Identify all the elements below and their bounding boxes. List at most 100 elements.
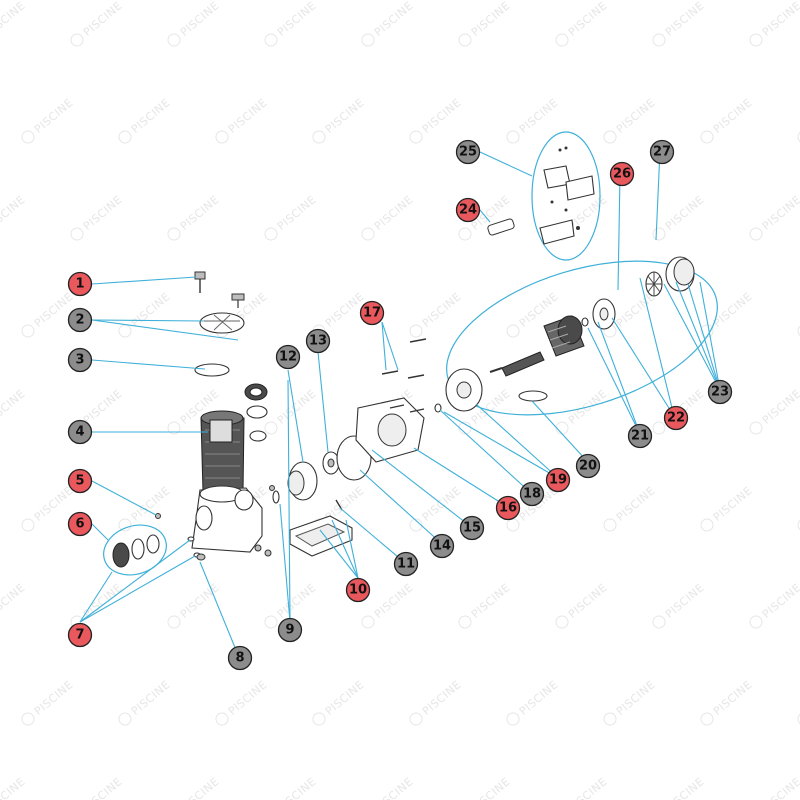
lid-knob-part [194,271,206,293]
union-kit-part [112,534,160,568]
callout-badge-6: 6 [67,511,93,537]
watermark-text: PISCINE [0,581,28,621]
watermark-text: PISCINE [372,0,416,39]
watermark-logo-icon [167,227,181,241]
watermark-mark: PISCINE [760,775,800,800]
watermark-mark: PISCINE [409,484,464,532]
svg-text:12: 12 [279,350,297,365]
watermark-mark: PISCINE [409,96,464,144]
watermark-text: PISCINE [663,193,707,233]
watermark-logo-icon [118,518,132,532]
svg-text:2: 2 [75,313,84,328]
watermark-mark: PISCINE [409,290,464,338]
watermark-text: PISCINE [517,678,561,718]
watermark-mark: PISCINE [0,387,28,427]
diffuser-oring-part [272,490,280,504]
watermark-logo-icon [458,227,472,241]
watermark-mark: PISCINE [0,775,28,800]
svg-text:3: 3 [75,353,84,368]
callout-badge-15: 15 [459,515,485,541]
capacitor-part [487,218,515,236]
callout-badge-7: 7 [67,622,93,648]
watermark-text: PISCINE [323,96,367,136]
watermark-logo-icon [21,130,35,144]
watermark-text: PISCINE [663,581,707,621]
watermark-logo-icon [603,518,617,532]
callout-badge-11: 11 [393,551,419,577]
motor-shaft-part [489,351,545,377]
watermark-text: PISCINE [760,193,800,233]
watermark-logo-icon [264,615,278,629]
watermark-text: PISCINE [469,775,513,800]
watermark-logo-icon [312,130,326,144]
watermark-text: PISCINE [420,678,464,718]
watermark-mark: PISCINE [700,290,755,338]
watermark-mark: PISCINE [0,193,28,233]
watermark-logo-icon [700,130,714,144]
watermark-mark: PISCINE [700,678,755,726]
watermark-logo-icon [409,518,423,532]
watermark-mark: PISCINE [749,581,800,629]
lid-oring-part [194,363,230,377]
watermark-mark: PISCINE [312,96,367,144]
svg-text:16: 16 [499,501,517,516]
callout-badge-22: 22 [663,405,689,431]
watermark-mark: PISCINE [797,518,800,532]
svg-text:11: 11 [397,557,415,572]
svg-text:18: 18 [523,487,541,502]
watermark-mark: PISCINE [458,581,513,629]
callout-badge-25: 25 [455,139,481,165]
watermark-text: PISCINE [178,581,222,621]
callout-badge-9: 9 [277,617,303,643]
watermark-mark: PISCINE [118,678,173,726]
watermark-mark: PISCINE [555,0,610,47]
watermark-logo-icon [312,712,326,726]
watermark-logo-icon [506,712,520,726]
watermark-text: PISCINE [760,387,800,427]
watermark-mark: PISCINE [275,775,319,800]
watermark-mark: PISCINE [458,0,513,47]
watermark-mark: PISCINE [21,484,76,532]
watermark-logo-icon [797,518,800,532]
watermark-logo-icon [700,518,714,532]
callout-badge-16: 16 [495,495,521,521]
callout-badge-8: 8 [227,645,253,671]
watermark-text: PISCINE [663,775,707,800]
motor-flange-part [445,368,483,412]
watermark-mark: PISCINE [167,581,222,629]
watermark-logo-icon [749,421,763,435]
watermark-logo-icon [167,33,181,47]
watermark-text: PISCINE [566,581,610,621]
svg-text:9: 9 [285,623,294,638]
watermark-text: PISCINE [0,775,28,800]
watermark-text: PISCINE [275,0,319,39]
watermark-logo-icon [749,615,763,629]
callout-badge-20: 20 [575,453,601,479]
watermark-text: PISCINE [566,775,610,800]
callout-badge-23: 23 [707,379,733,405]
watermark-logo-icon [506,324,520,338]
watermark-text: PISCINE [711,484,755,524]
watermark-mark: PISCINE [749,387,800,435]
watermark-logo-icon [361,615,375,629]
svg-text:6: 6 [75,517,84,532]
watermark-logo-icon [700,324,714,338]
watermark-text: PISCINE [178,193,222,233]
watermark-mark: PISCINE [215,678,270,726]
watermark-text: PISCINE [566,0,610,39]
watermark-mark: PISCINE [506,678,561,726]
watermark-mark: PISCINE [409,678,464,726]
watermark-logo-icon [21,712,35,726]
watermark-logo-icon [118,324,132,338]
watermark-logo-icon [264,33,278,47]
watermark-logo-icon [264,421,278,435]
watermark-text: PISCINE [32,484,76,524]
watermark-mark: PISCINE [749,0,800,47]
watermark-logo-icon [797,712,800,726]
gasket-part [518,390,548,402]
callout-badge-14: 14 [429,533,455,559]
watermark-text: PISCINE [0,193,28,233]
watermark-mark: PISCINE [566,775,610,800]
watermark-logo-icon [215,712,229,726]
